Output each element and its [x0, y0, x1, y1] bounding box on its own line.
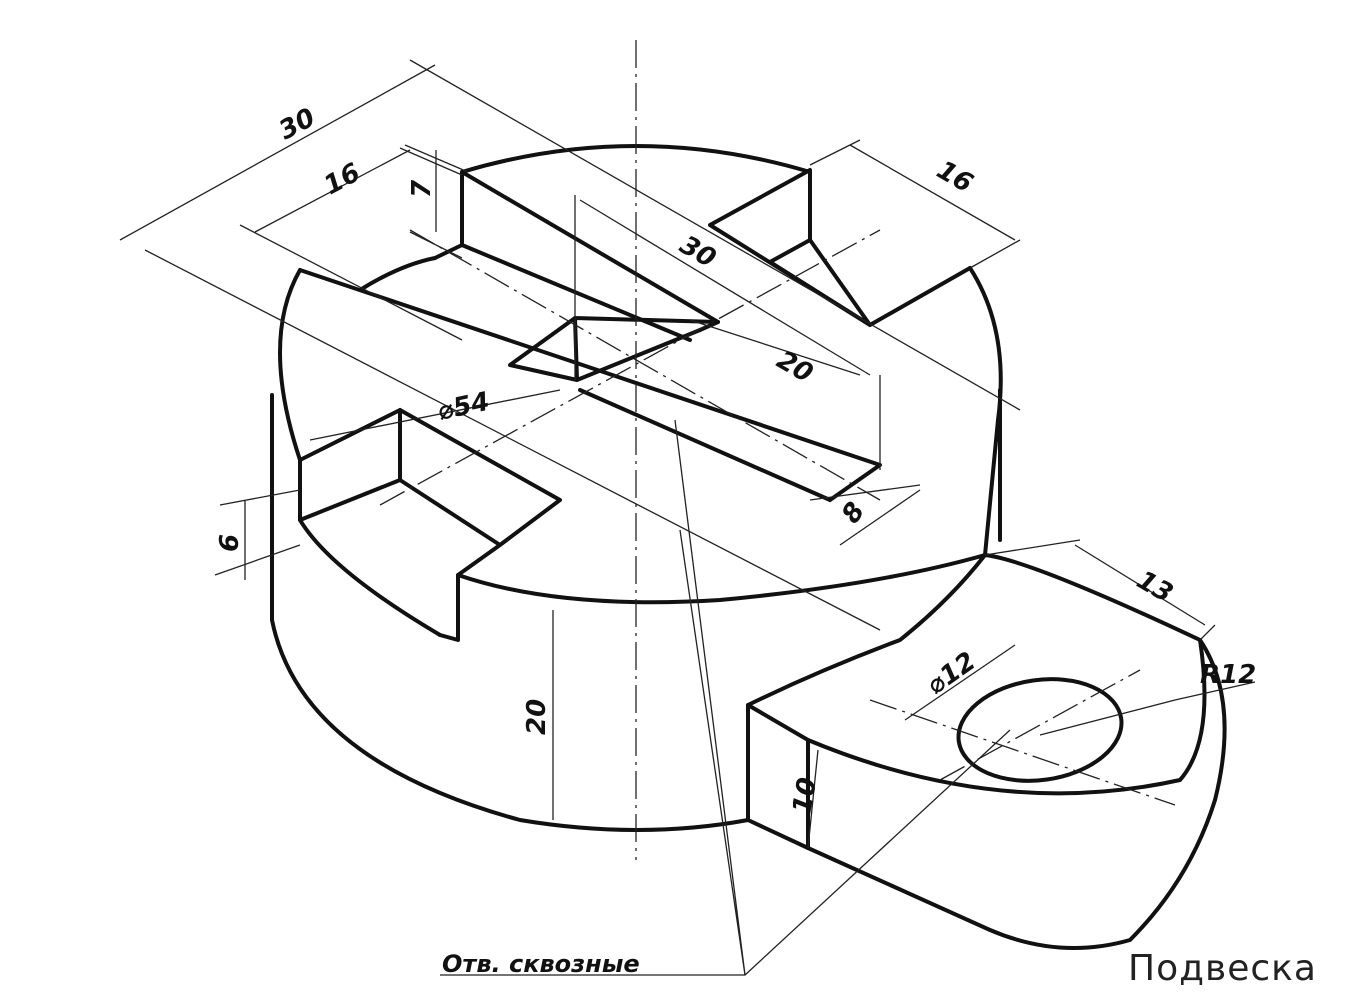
- through-hole: [956, 677, 1124, 783]
- dim-slot-width-right: 16: [932, 155, 978, 199]
- lug: [746, 553, 1227, 950]
- through-holes-note: Отв. сквозные: [442, 950, 640, 978]
- dim-overall-length: 30: [274, 103, 320, 146]
- drawing-title: Подвеска: [1128, 948, 1317, 989]
- center-lines: [379, 40, 1176, 860]
- dim-slot-depth-top: 7: [407, 179, 437, 198]
- dim-slot-inner: 20: [772, 345, 818, 389]
- dim-lug-height: 10: [787, 775, 823, 816]
- dim-hole-diameter: ⌀12: [922, 646, 982, 700]
- dim-slot-length-inner: 30: [675, 230, 721, 274]
- dim-step-height: 6: [215, 534, 245, 552]
- dim-lug-radius: R12: [1200, 660, 1256, 690]
- dim-body-height: 20: [522, 699, 552, 735]
- dim-slot-small: 8: [836, 497, 871, 529]
- dim-diameter-main: ⌀54: [435, 387, 492, 427]
- dim-lug-width: 13: [1132, 565, 1178, 609]
- dimension-lines: [119, 59, 1256, 976]
